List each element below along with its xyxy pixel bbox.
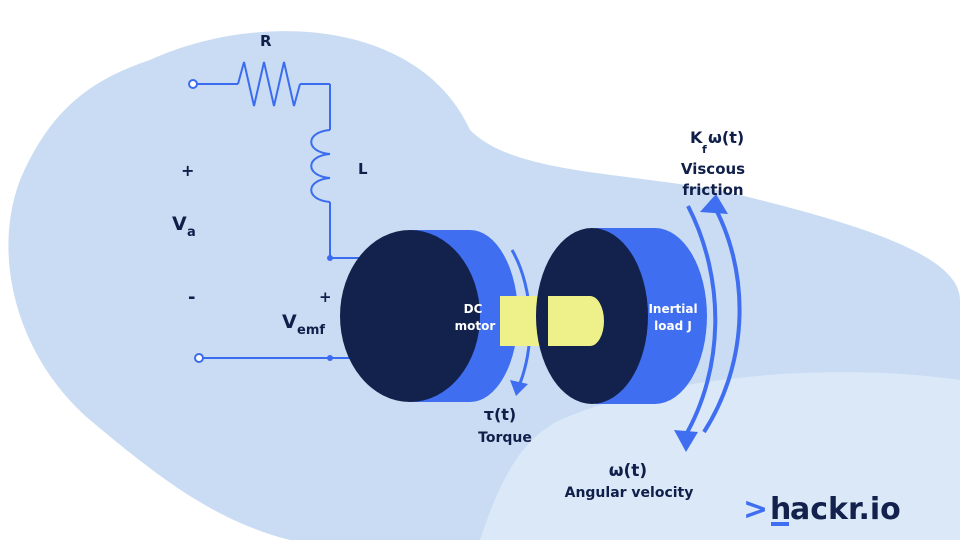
load-label-line1: Inertial: [648, 302, 697, 316]
brand-underline: [771, 522, 789, 526]
brand-rest: ackr.io: [790, 492, 901, 527]
dc-motor-label-line2: motor: [455, 319, 496, 333]
friction-arc-outer: [702, 201, 742, 434]
omega-label: Angular velocity: [565, 485, 694, 501]
resistor-symbol: [237, 61, 301, 107]
brand-logo: > h ackr.io: [743, 492, 901, 527]
torque-arrowhead: [510, 380, 528, 396]
dc-motor-face: [340, 230, 480, 402]
va-plus: +: [181, 161, 194, 180]
friction-k: K: [690, 128, 703, 147]
friction-label-line1: Viscous: [681, 160, 745, 178]
brand-h: h: [770, 492, 791, 527]
shaft-end: [548, 296, 604, 346]
friction-arrows: [682, 201, 742, 440]
terminal-bottom: [194, 353, 204, 363]
dc-motor-label-line1: DC: [464, 302, 483, 316]
friction-arc-inner: [682, 205, 718, 440]
node-top: [327, 255, 333, 261]
vemf-subscript: emf: [297, 323, 325, 338]
load-label-line2: load J: [654, 319, 692, 333]
vemf-plus: +: [319, 288, 332, 306]
inductor-symbol: [310, 129, 331, 203]
torque-symbol: τ(t): [484, 405, 516, 424]
vemf-label: V: [282, 311, 297, 333]
dc-motor: [340, 230, 518, 402]
inductor-label: L: [358, 160, 368, 178]
resistor-label: R: [260, 32, 272, 50]
friction-label-line2: friction: [682, 181, 743, 199]
terminal-top: [188, 79, 198, 89]
node-bottom: [327, 355, 333, 361]
omega-symbol: ω(t): [609, 461, 647, 481]
background-blob-light: [480, 372, 960, 540]
friction-arrowhead-bottom: [674, 430, 698, 452]
friction-omega: ω(t): [708, 128, 744, 147]
friction-arrowhead-top: [700, 194, 728, 214]
circuit-wires: [188, 61, 362, 363]
brand-arrow: >: [743, 492, 768, 527]
inertial-load: [536, 228, 707, 404]
va-minus: -: [188, 287, 195, 308]
va-subscript: a: [187, 225, 196, 240]
friction-k-sub: f: [702, 143, 707, 156]
va-label: V: [172, 213, 187, 235]
torque-label: Torque: [478, 430, 532, 446]
